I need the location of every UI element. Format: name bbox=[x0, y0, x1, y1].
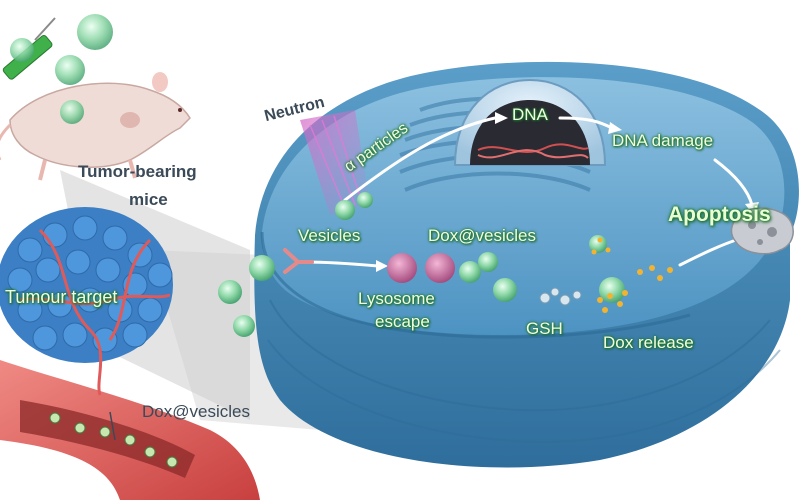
circulating-vesicles bbox=[218, 255, 275, 337]
label-mice: mice bbox=[129, 190, 168, 209]
label-dox-release: Dox release bbox=[603, 333, 694, 352]
arrow-alpha-to-dna bbox=[343, 116, 497, 202]
injected-vesicles bbox=[10, 14, 113, 124]
lysosomes bbox=[387, 253, 455, 283]
dox-release-clusters bbox=[591, 237, 673, 313]
arrow-dna-to-damage bbox=[558, 116, 614, 130]
label-dox-vesicles-cell: Dox@vesicles bbox=[428, 226, 536, 245]
label-gsh: GSH bbox=[526, 319, 563, 338]
nucleus bbox=[453, 78, 607, 166]
label-vesicles: Vesicles bbox=[298, 226, 361, 245]
apoptotic-body bbox=[730, 207, 794, 255]
tumor-bearing-mouse bbox=[0, 72, 191, 181]
gsh-molecules bbox=[539, 287, 582, 306]
label-dna-damage: DNA damage bbox=[612, 131, 714, 150]
label-tumor-bearing: Tumor-bearing bbox=[78, 162, 197, 181]
blood-vessel bbox=[0, 360, 260, 500]
label-apoptosis: Apoptosis bbox=[668, 203, 771, 226]
arrow-damage-to-apoptosis bbox=[713, 158, 754, 207]
neutron-beam bbox=[300, 110, 370, 215]
label-escape: escape bbox=[375, 312, 430, 331]
label-dna: DNA bbox=[512, 105, 548, 124]
membrane-receptor bbox=[283, 248, 314, 274]
label-dox-vesicles-vessel: Dox@vesicles bbox=[142, 402, 250, 421]
label-lysosome: Lysosome bbox=[358, 289, 435, 308]
label-tumour-target: Tumour target bbox=[5, 287, 118, 307]
cell-vesicles bbox=[335, 192, 625, 303]
tumour-mass bbox=[0, 207, 173, 396]
